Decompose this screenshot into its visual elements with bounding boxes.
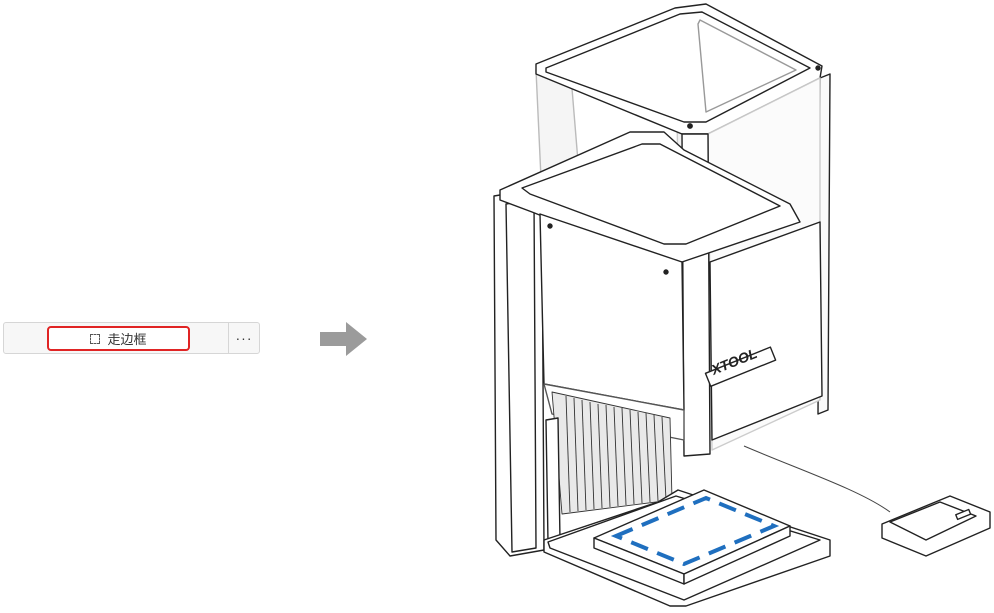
frame-path-outline <box>610 495 780 567</box>
frame-button[interactable]: 走边框 <box>47 326 190 351</box>
dashed-frame-icon <box>90 333 101 344</box>
frame-button-label: 走边框 <box>107 332 147 347</box>
more-button[interactable]: ··· <box>235 330 253 346</box>
toolbar-divider <box>228 322 229 354</box>
right-arrow-icon <box>320 322 367 356</box>
laser-machine-illustration: XTOOL <box>493 3 991 607</box>
